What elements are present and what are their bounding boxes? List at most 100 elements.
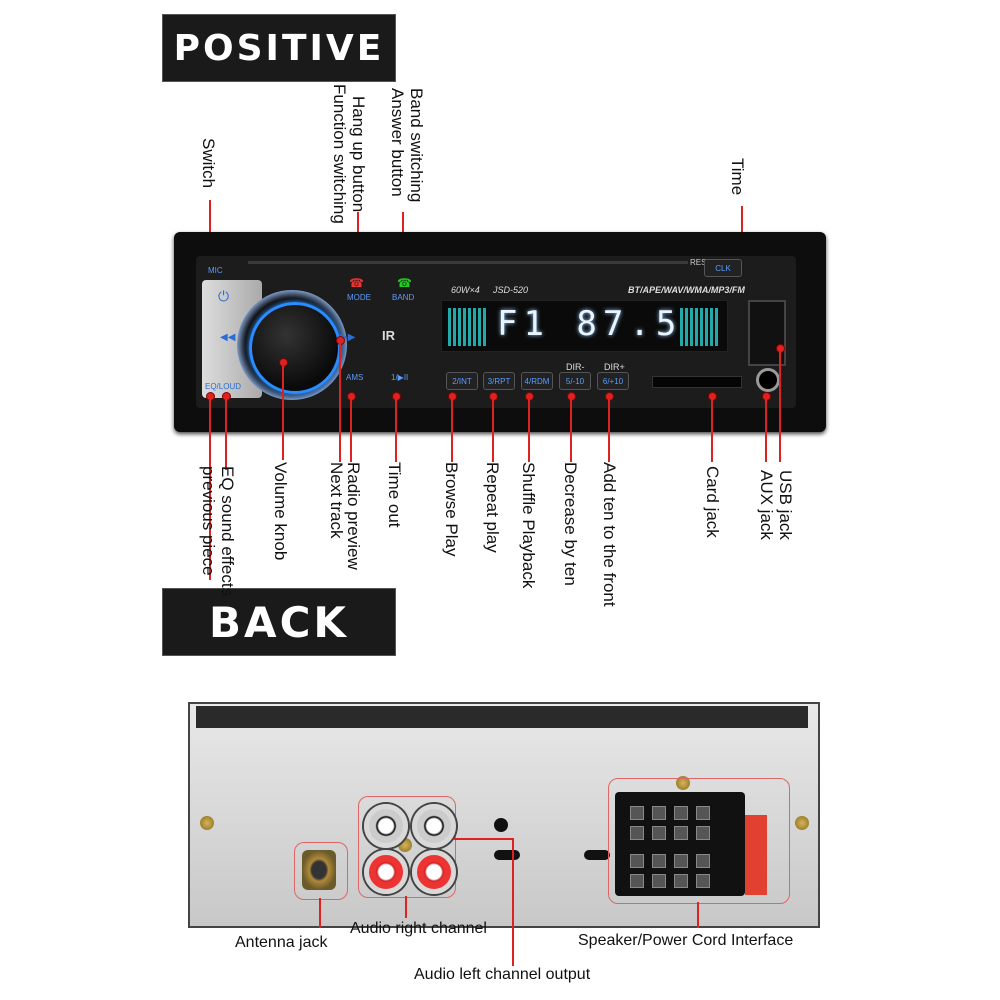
audio-left-label: Audio left channel output [414,966,591,983]
disc-slot [248,261,688,264]
power-icon[interactable]: ⏻ [218,288,230,304]
audio-right-label: Audio right channel [350,920,487,937]
browse-play-label: Browse Play [442,462,461,557]
next-leader [339,342,341,462]
left-eq-bars [448,308,488,346]
ams-leader [350,398,352,462]
screw-icon [676,776,690,790]
hang-up-label: Hang up button [349,96,368,213]
positive-header: POSITIVE [162,14,396,82]
connector-pin [696,854,710,868]
back-top-edge [196,706,808,728]
connector-pin [652,806,666,820]
volume-knob[interactable] [249,302,341,394]
right-eq-bars [680,308,720,346]
connector-pin [630,854,644,868]
previous-piece-label: previous piece [199,466,218,576]
connector-pin [630,826,644,840]
antenna-leader [319,898,321,928]
screw-icon [200,816,214,830]
card-leader [711,398,713,462]
next-track-label: Next track [327,462,346,539]
knob-leader [282,364,284,460]
vent-slot [584,850,610,860]
antenna-jack[interactable] [302,850,336,890]
rpt-leader [492,398,494,462]
minus10-button[interactable]: 5/-10 [559,372,591,390]
connector-pin [630,806,644,820]
play-pause-button[interactable]: 1/▶II [391,373,409,382]
plus10-button[interactable]: 6/+10 [597,372,629,390]
connector-leader [697,902,699,928]
eq-sound-label: EQ sound effects [218,466,237,597]
clk-button[interactable]: CLK [704,259,742,277]
connector-pin [696,806,710,820]
radio-preview-label: Radio preview [344,462,363,570]
time-out-label: Time out [385,462,404,528]
connector-highlight [608,778,790,904]
answer-button-label: Answer button [388,88,407,197]
connector-pin [674,854,688,868]
vent-slot [494,850,520,860]
connector-pin [652,826,666,840]
rca-red-left[interactable] [364,850,408,894]
screw-icon [795,816,809,830]
decrease-by-ten-label: Decrease by ten [561,462,580,586]
connector-pin [630,874,644,888]
aux-port[interactable] [756,368,780,392]
int-button[interactable]: 2/INT [446,372,478,390]
frequency-readout: F1 87.5 [497,304,683,344]
vent-hole [494,818,508,832]
audio-left-leader-h [454,838,514,840]
usb-leader [779,350,781,462]
mic-label: MIC [208,266,223,275]
band-switching-label: Band switching [407,88,426,203]
repeat-play-label: Repeat play [483,462,502,553]
connector-pin [696,874,710,888]
audio-right-leader [405,896,407,918]
ams-button[interactable]: AMS [346,373,364,382]
add-ten-label: Add ten to the front [600,462,619,607]
format-list: BT/APE/WAV/WMA/MP3/FM [628,285,745,295]
usb-jack-label: USB jack [776,470,795,540]
dir-plus-label: DIR+ [604,362,625,372]
play-leader [395,398,397,462]
card-slot[interactable] [652,376,742,388]
shuffle-playback-label: Shuffle Playback [519,462,538,589]
switch-label: Switch [199,138,218,189]
rca-white-left[interactable] [364,804,408,848]
rca-white-right[interactable] [412,804,456,848]
mode-button[interactable]: MODE [347,293,371,302]
eq-leader [209,398,211,580]
band-button[interactable]: BAND [392,293,415,302]
rca-highlight [358,796,456,898]
model-number: JSD-520 [493,285,529,295]
antenna-highlight [294,842,348,900]
rca-red-right[interactable] [412,850,456,894]
minus10-leader [570,398,572,462]
aux-leader [765,398,767,462]
ir-sensor: IR [382,328,395,343]
prev-leader [225,398,227,470]
int-leader [451,398,453,462]
aux-jack-label: AUX jack [757,470,776,540]
card-jack-label: Card jack [703,466,722,538]
volume-knob-label: Volume knob [271,462,290,561]
speaker-power-label: Speaker/Power Cord Interface [578,932,794,949]
hang-up-icon[interactable]: ☎ [349,276,364,290]
function-switching-label: Function switching [330,84,349,224]
rdm-leader [528,398,530,462]
audio-left-leader [512,838,514,966]
connector-pin [652,854,666,868]
power-rating: 60W×4 [451,285,480,295]
eq-loud-button[interactable]: EQ/LOUD [205,382,242,391]
antenna-jack-label: Antenna jack [235,934,328,951]
answer-icon[interactable]: ☎ [397,276,412,290]
next-icon[interactable]: ▶▶ [340,332,356,343]
rpt-button[interactable]: 3/RPT [483,372,515,390]
plus10-leader [608,398,610,462]
connector-clip [745,815,767,895]
previous-icon[interactable]: ◀◀ [220,332,236,343]
rdm-button[interactable]: 4/RDM [521,372,553,390]
connector-pin [652,874,666,888]
